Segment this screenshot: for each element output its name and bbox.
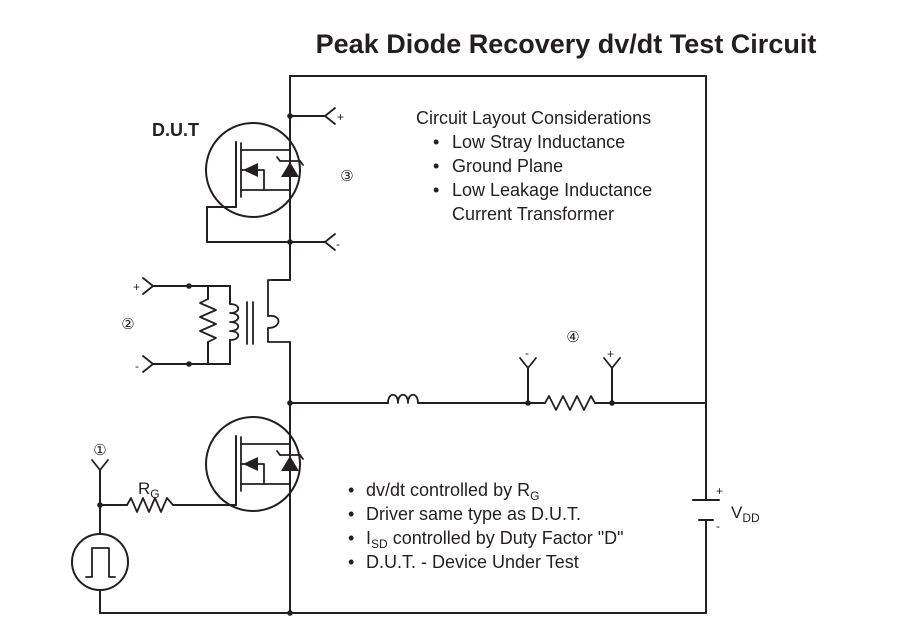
probe-arrows [91, 107, 621, 471]
bullet: • [348, 504, 354, 524]
bullet: • [433, 132, 439, 152]
marker-2: ② [121, 316, 134, 333]
marker-4: ④ [566, 329, 579, 346]
dut-label: D.U.T [152, 120, 199, 140]
note-item: D.U.T. - Device Under Test [366, 552, 579, 572]
vdd-label: VDD [731, 503, 760, 525]
bullet: • [348, 528, 354, 548]
layout-item: Low Leakage Inductance [452, 180, 652, 200]
layout-item: Ground Plane [452, 156, 563, 176]
bullet: • [348, 480, 354, 500]
dut-mosfet-upper [205, 122, 304, 218]
rg-label: RG [138, 479, 160, 501]
plus-sign: + [716, 484, 723, 498]
main-wiring [99, 75, 707, 614]
minus-sign: - [135, 359, 139, 373]
plus-sign: + [133, 280, 140, 294]
gate-resistor [126, 497, 174, 513]
bullet: • [433, 156, 439, 176]
diagram-title: Peak Diode Recovery dv/dt Test Circuit [316, 29, 817, 59]
driver-mosfet-lower [205, 416, 304, 512]
bullet: • [348, 552, 354, 572]
vdd-source [692, 499, 720, 521]
layout-considerations: Circuit Layout Considerations • Low Stra… [416, 108, 652, 224]
layout-item: Current Transformer [452, 204, 614, 224]
plus-sign: + [607, 347, 614, 361]
junction-dots [97, 113, 615, 616]
note-item: ISD controlled by Duty Factor "D" [366, 528, 624, 551]
note-item: dv/dt controlled by RG [366, 480, 539, 503]
series-inductor [387, 393, 419, 404]
bullet: • [433, 180, 439, 200]
layout-item: Low Stray Inductance [452, 132, 625, 152]
pulse-generator [71, 533, 129, 591]
minus-sign: - [336, 237, 340, 251]
current-transformer [152, 279, 291, 365]
shunt-resistor [544, 395, 596, 411]
note-item: Driver same type as D.U.T. [366, 504, 581, 524]
plus-sign: + [337, 110, 344, 124]
minus-sign: - [525, 346, 529, 360]
marker-3: ③ [340, 168, 353, 185]
marker-1: ① [93, 442, 106, 459]
minus-sign: - [716, 519, 720, 533]
layout-heading: Circuit Layout Considerations [416, 108, 651, 128]
test-notes: • dv/dt controlled by RG • Driver same t… [348, 480, 624, 572]
